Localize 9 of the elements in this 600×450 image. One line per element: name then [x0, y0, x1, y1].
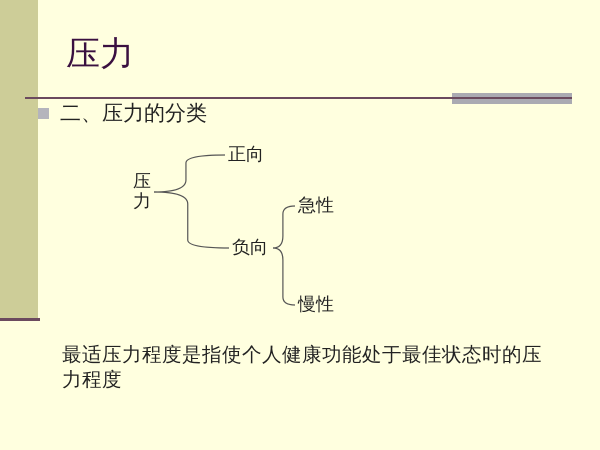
body-text: 最适压力程度是指使个人健康功能处于最佳状态时的压力程度 [62, 342, 543, 392]
term-label: 压力 [133, 172, 152, 212]
section-heading: 二、压力的分类 [60, 100, 207, 126]
slide-title: 压力 [66, 33, 134, 76]
term-label: 负向 [232, 238, 269, 258]
term-label: 急性 [298, 196, 335, 216]
term-label: 慢性 [298, 295, 335, 315]
term-label: 正向 [228, 145, 265, 165]
brace [154, 191, 229, 249]
